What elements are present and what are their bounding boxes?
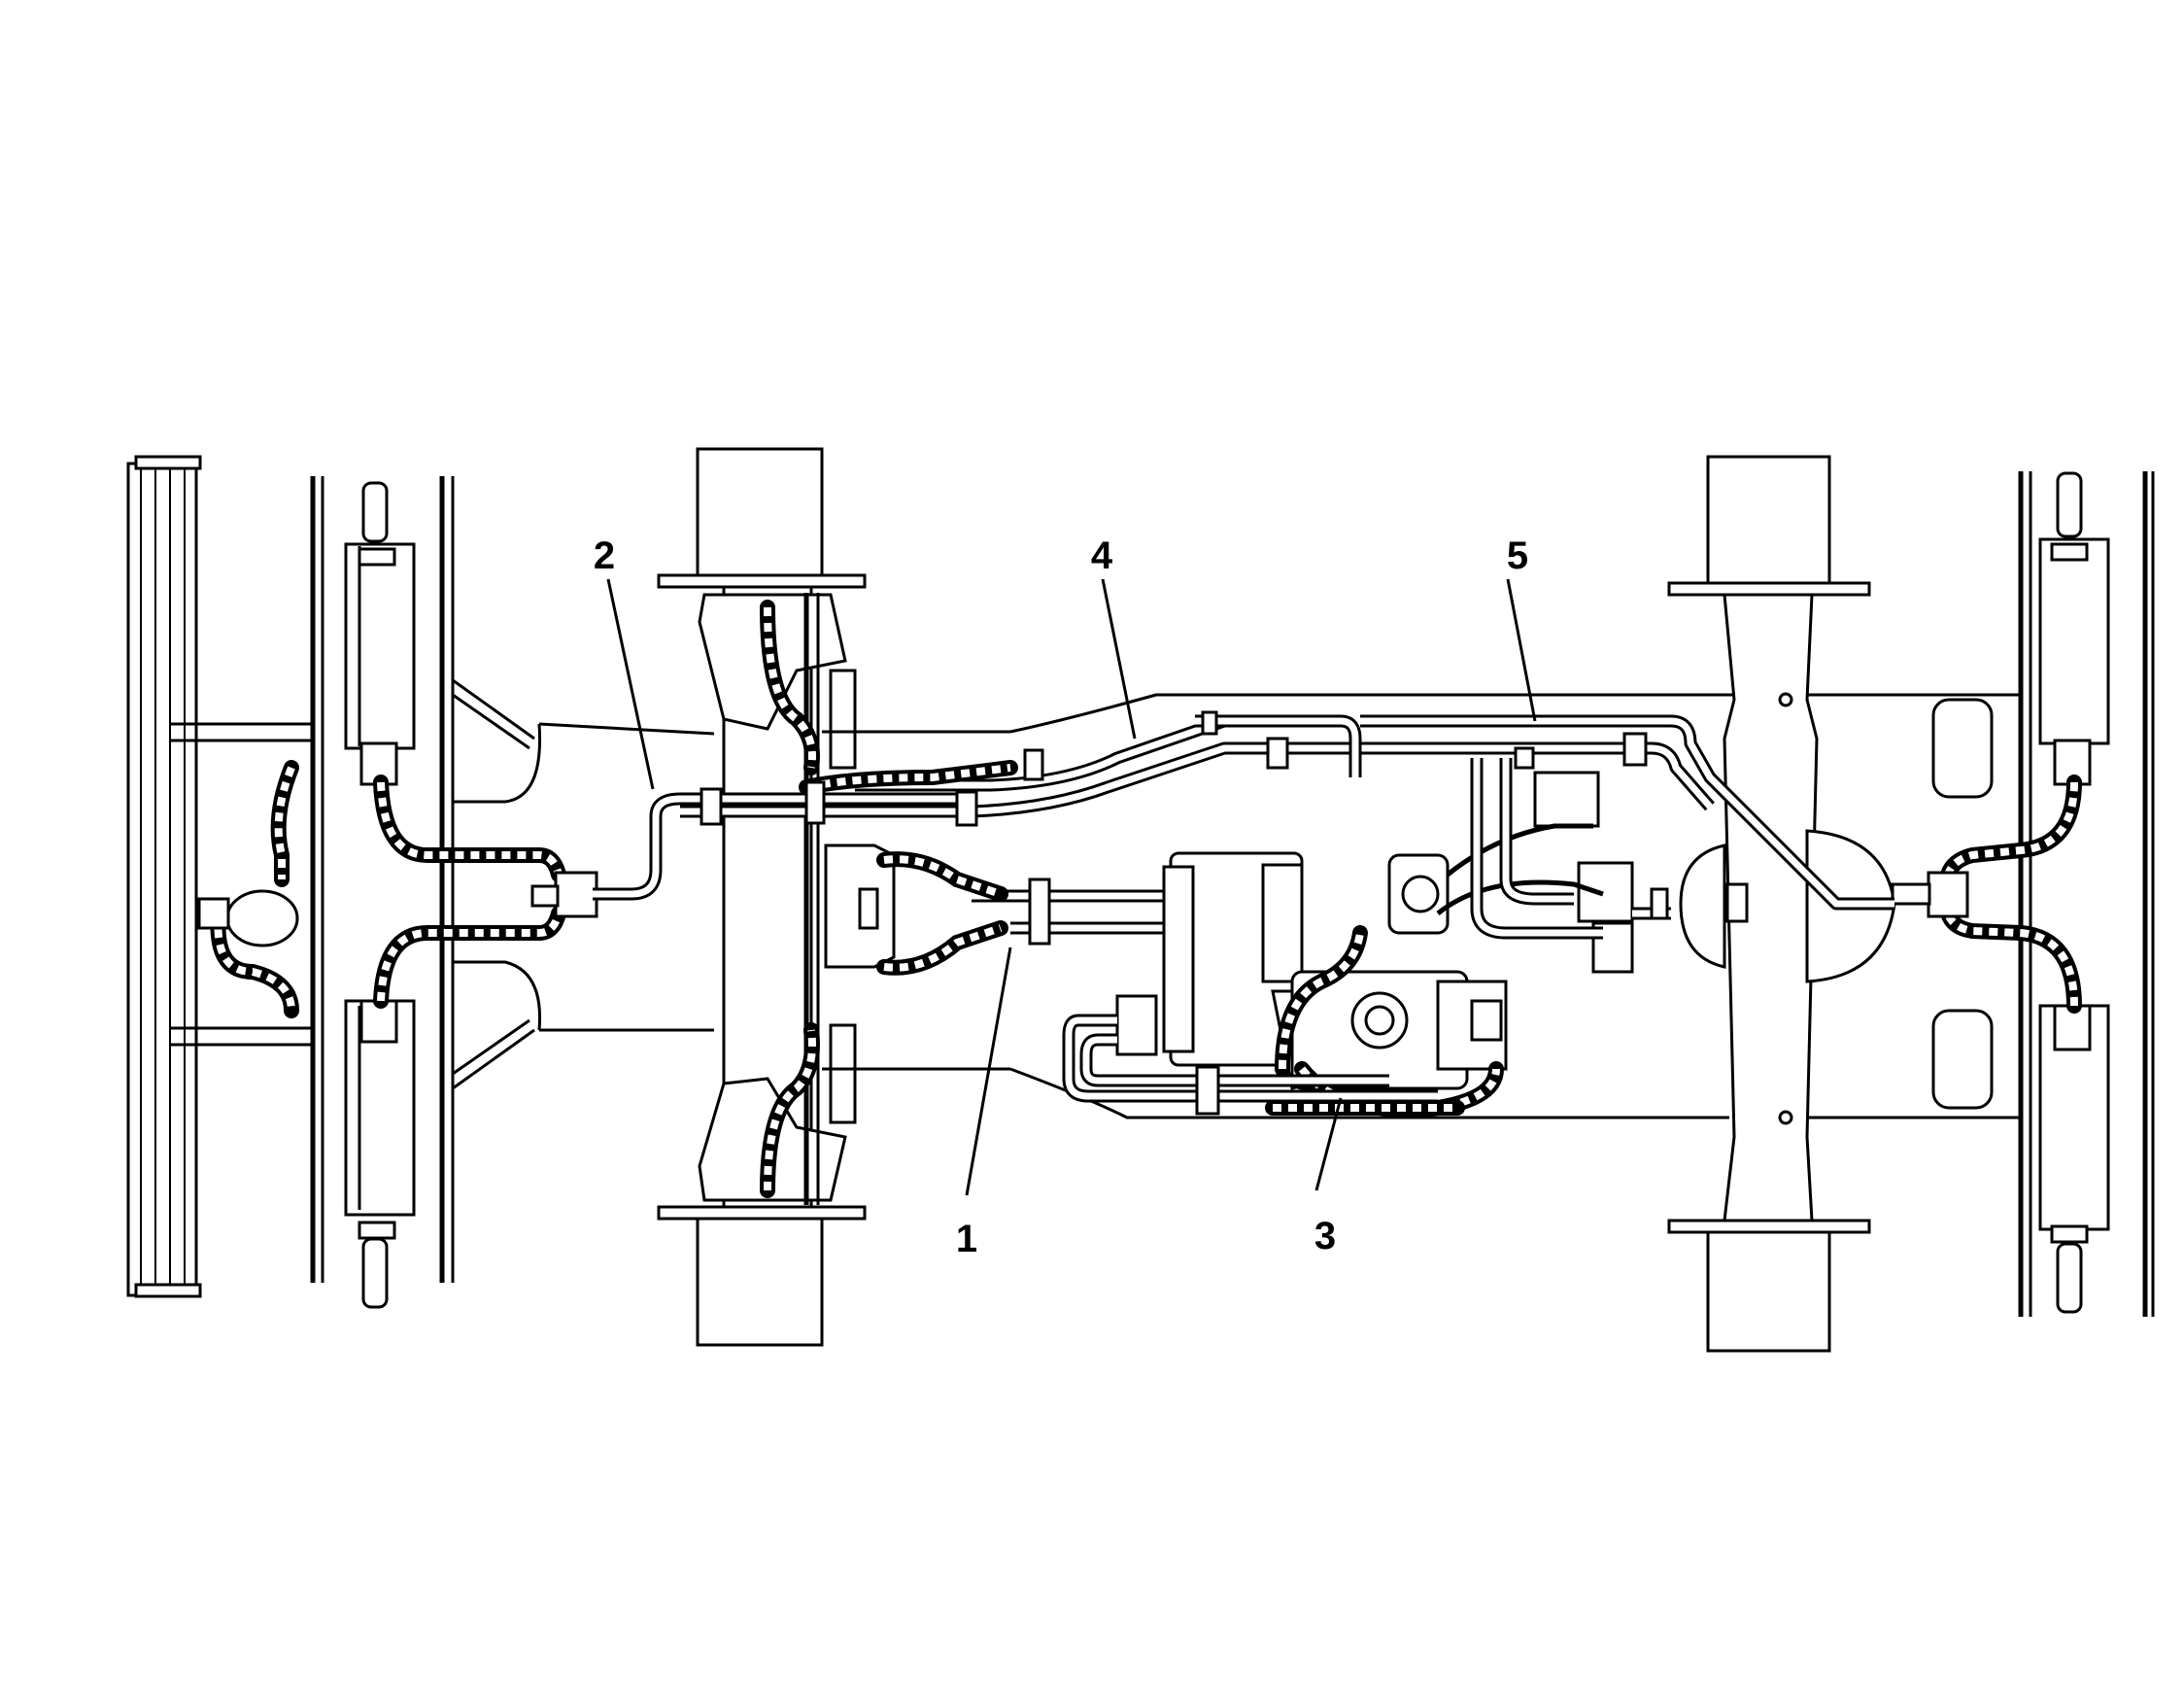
rear-axle <box>1667 455 1994 1353</box>
valve-manifold-lines <box>1470 758 1671 940</box>
callout-4: 4 <box>1090 534 1113 577</box>
callout-1: 1 <box>955 1218 978 1260</box>
callout-2: 2 <box>593 534 616 577</box>
line-5-rear-supply <box>1195 714 1894 911</box>
left-frame-rails <box>170 476 455 1283</box>
callout-3: 3 <box>1314 1215 1337 1257</box>
front-axle <box>657 447 896 1347</box>
callout-leaders <box>606 578 1537 1196</box>
right-frame-rails <box>2018 471 2155 1317</box>
front-bumper <box>126 455 202 1298</box>
callout-5: 5 <box>1506 534 1529 577</box>
left-frame-braces <box>452 678 715 1090</box>
line-2-front-supply <box>593 792 972 901</box>
right-lower-stabilizer-cylinder <box>2038 1004 2110 1314</box>
line-3-lower-bundle <box>1062 1014 1465 1116</box>
left-lower-stabilizer-cylinder <box>344 999 416 1309</box>
pump-motor-assembly <box>1115 771 1634 1118</box>
right-upper-stabilizer-cylinder <box>2038 471 2110 786</box>
line-4-main-bundle <box>680 714 1380 818</box>
front-left-valve-block <box>197 760 598 1018</box>
rear-right-valve-block <box>1891 775 2082 1014</box>
pipe-clamps <box>700 710 1749 946</box>
line-1-front-return <box>799 760 1166 976</box>
left-upper-stabilizer-cylinder <box>344 481 416 786</box>
